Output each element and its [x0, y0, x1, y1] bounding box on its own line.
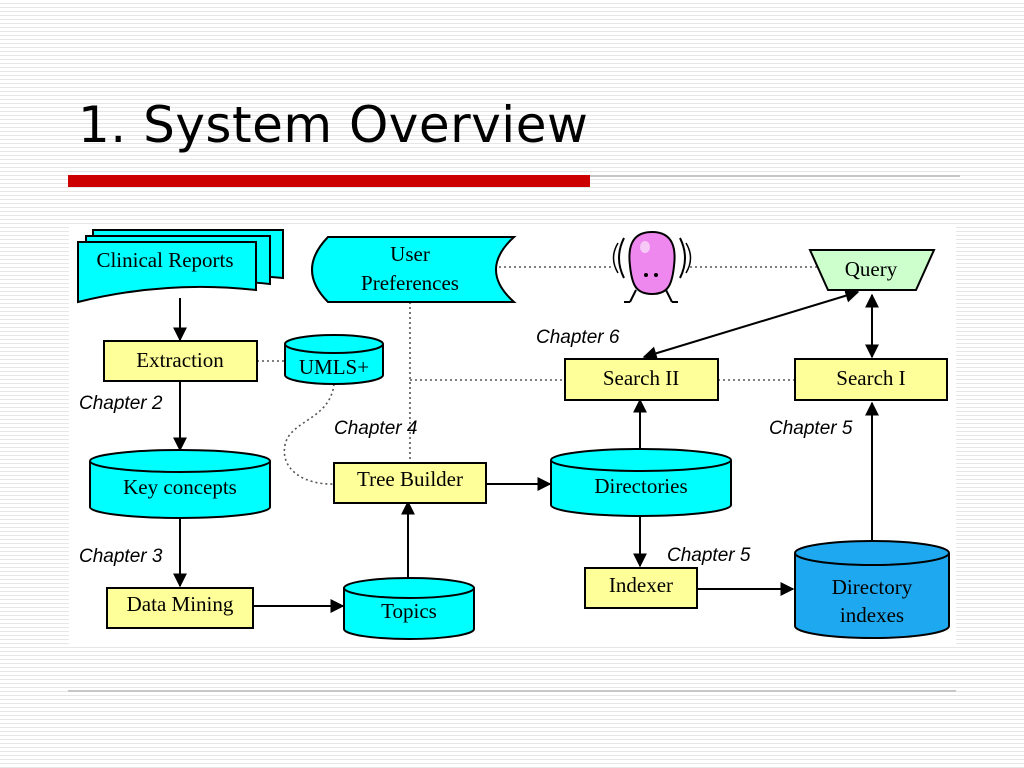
- topics-node: [343, 577, 475, 640]
- clinical-reports-doc-front: [77, 241, 257, 304]
- directories-label: Directories: [594, 474, 687, 498]
- search-ii-label: Search II: [603, 366, 679, 390]
- search-ii-node: [564, 358, 719, 401]
- directory-indexes-label-line2: indexes: [840, 603, 904, 627]
- directory-indexes-node: [794, 540, 950, 639]
- title-underline-gray: [590, 175, 960, 177]
- tree-builder-node: [333, 462, 487, 504]
- title-underline-red: [68, 175, 590, 187]
- key-concepts-node: [89, 449, 271, 519]
- key-concepts-label: Key concepts: [123, 475, 237, 499]
- dotted-connectors: [257, 266, 818, 485]
- flow-arrows: [173, 288, 879, 613]
- chapter-3-label: Chapter 3: [79, 546, 163, 567]
- chapter-4-label: Chapter 4: [334, 418, 417, 439]
- indexer-label: Indexer: [609, 573, 673, 597]
- chapter-6-label: Chapter 6: [536, 327, 620, 348]
- tree-builder-label: Tree Builder: [357, 467, 463, 491]
- chapter-5-indexer-label: Chapter 5: [667, 545, 751, 566]
- arrow-query-searchii: [642, 288, 860, 361]
- slide-title: 1. System Overview: [78, 96, 589, 154]
- query-node: [808, 249, 936, 291]
- directory-indexes-label-line1: Directory: [832, 575, 913, 599]
- extraction-node: [103, 340, 258, 382]
- chapter-2-label: Chapter 2: [79, 393, 163, 414]
- search-i-node: [794, 358, 948, 401]
- search-i-label: Search I: [836, 366, 905, 390]
- user-figure-icon: [612, 230, 692, 303]
- umls-node: [284, 334, 384, 385]
- indexer-node: [584, 567, 698, 609]
- umls-label: UMLS+: [299, 355, 369, 379]
- clinical-reports-node: [77, 229, 284, 304]
- data-mining-label: Data Mining: [127, 592, 234, 616]
- footer-rule: [68, 690, 956, 692]
- user-preferences-label-line2: Preferences: [361, 271, 459, 295]
- directories-node: [550, 448, 732, 517]
- user-preferences-node: [311, 236, 517, 303]
- clinical-reports-label: Clinical Reports: [96, 248, 233, 272]
- extraction-label: Extraction: [136, 348, 224, 372]
- user-preferences-label-line1: User: [390, 242, 430, 266]
- chapter-5-search-label: Chapter 5: [769, 418, 853, 439]
- query-label: Query: [845, 257, 898, 281]
- connector-umls-to-treebuilder: [283, 383, 335, 485]
- topics-label: Topics: [381, 599, 437, 623]
- data-mining-node: [106, 587, 254, 629]
